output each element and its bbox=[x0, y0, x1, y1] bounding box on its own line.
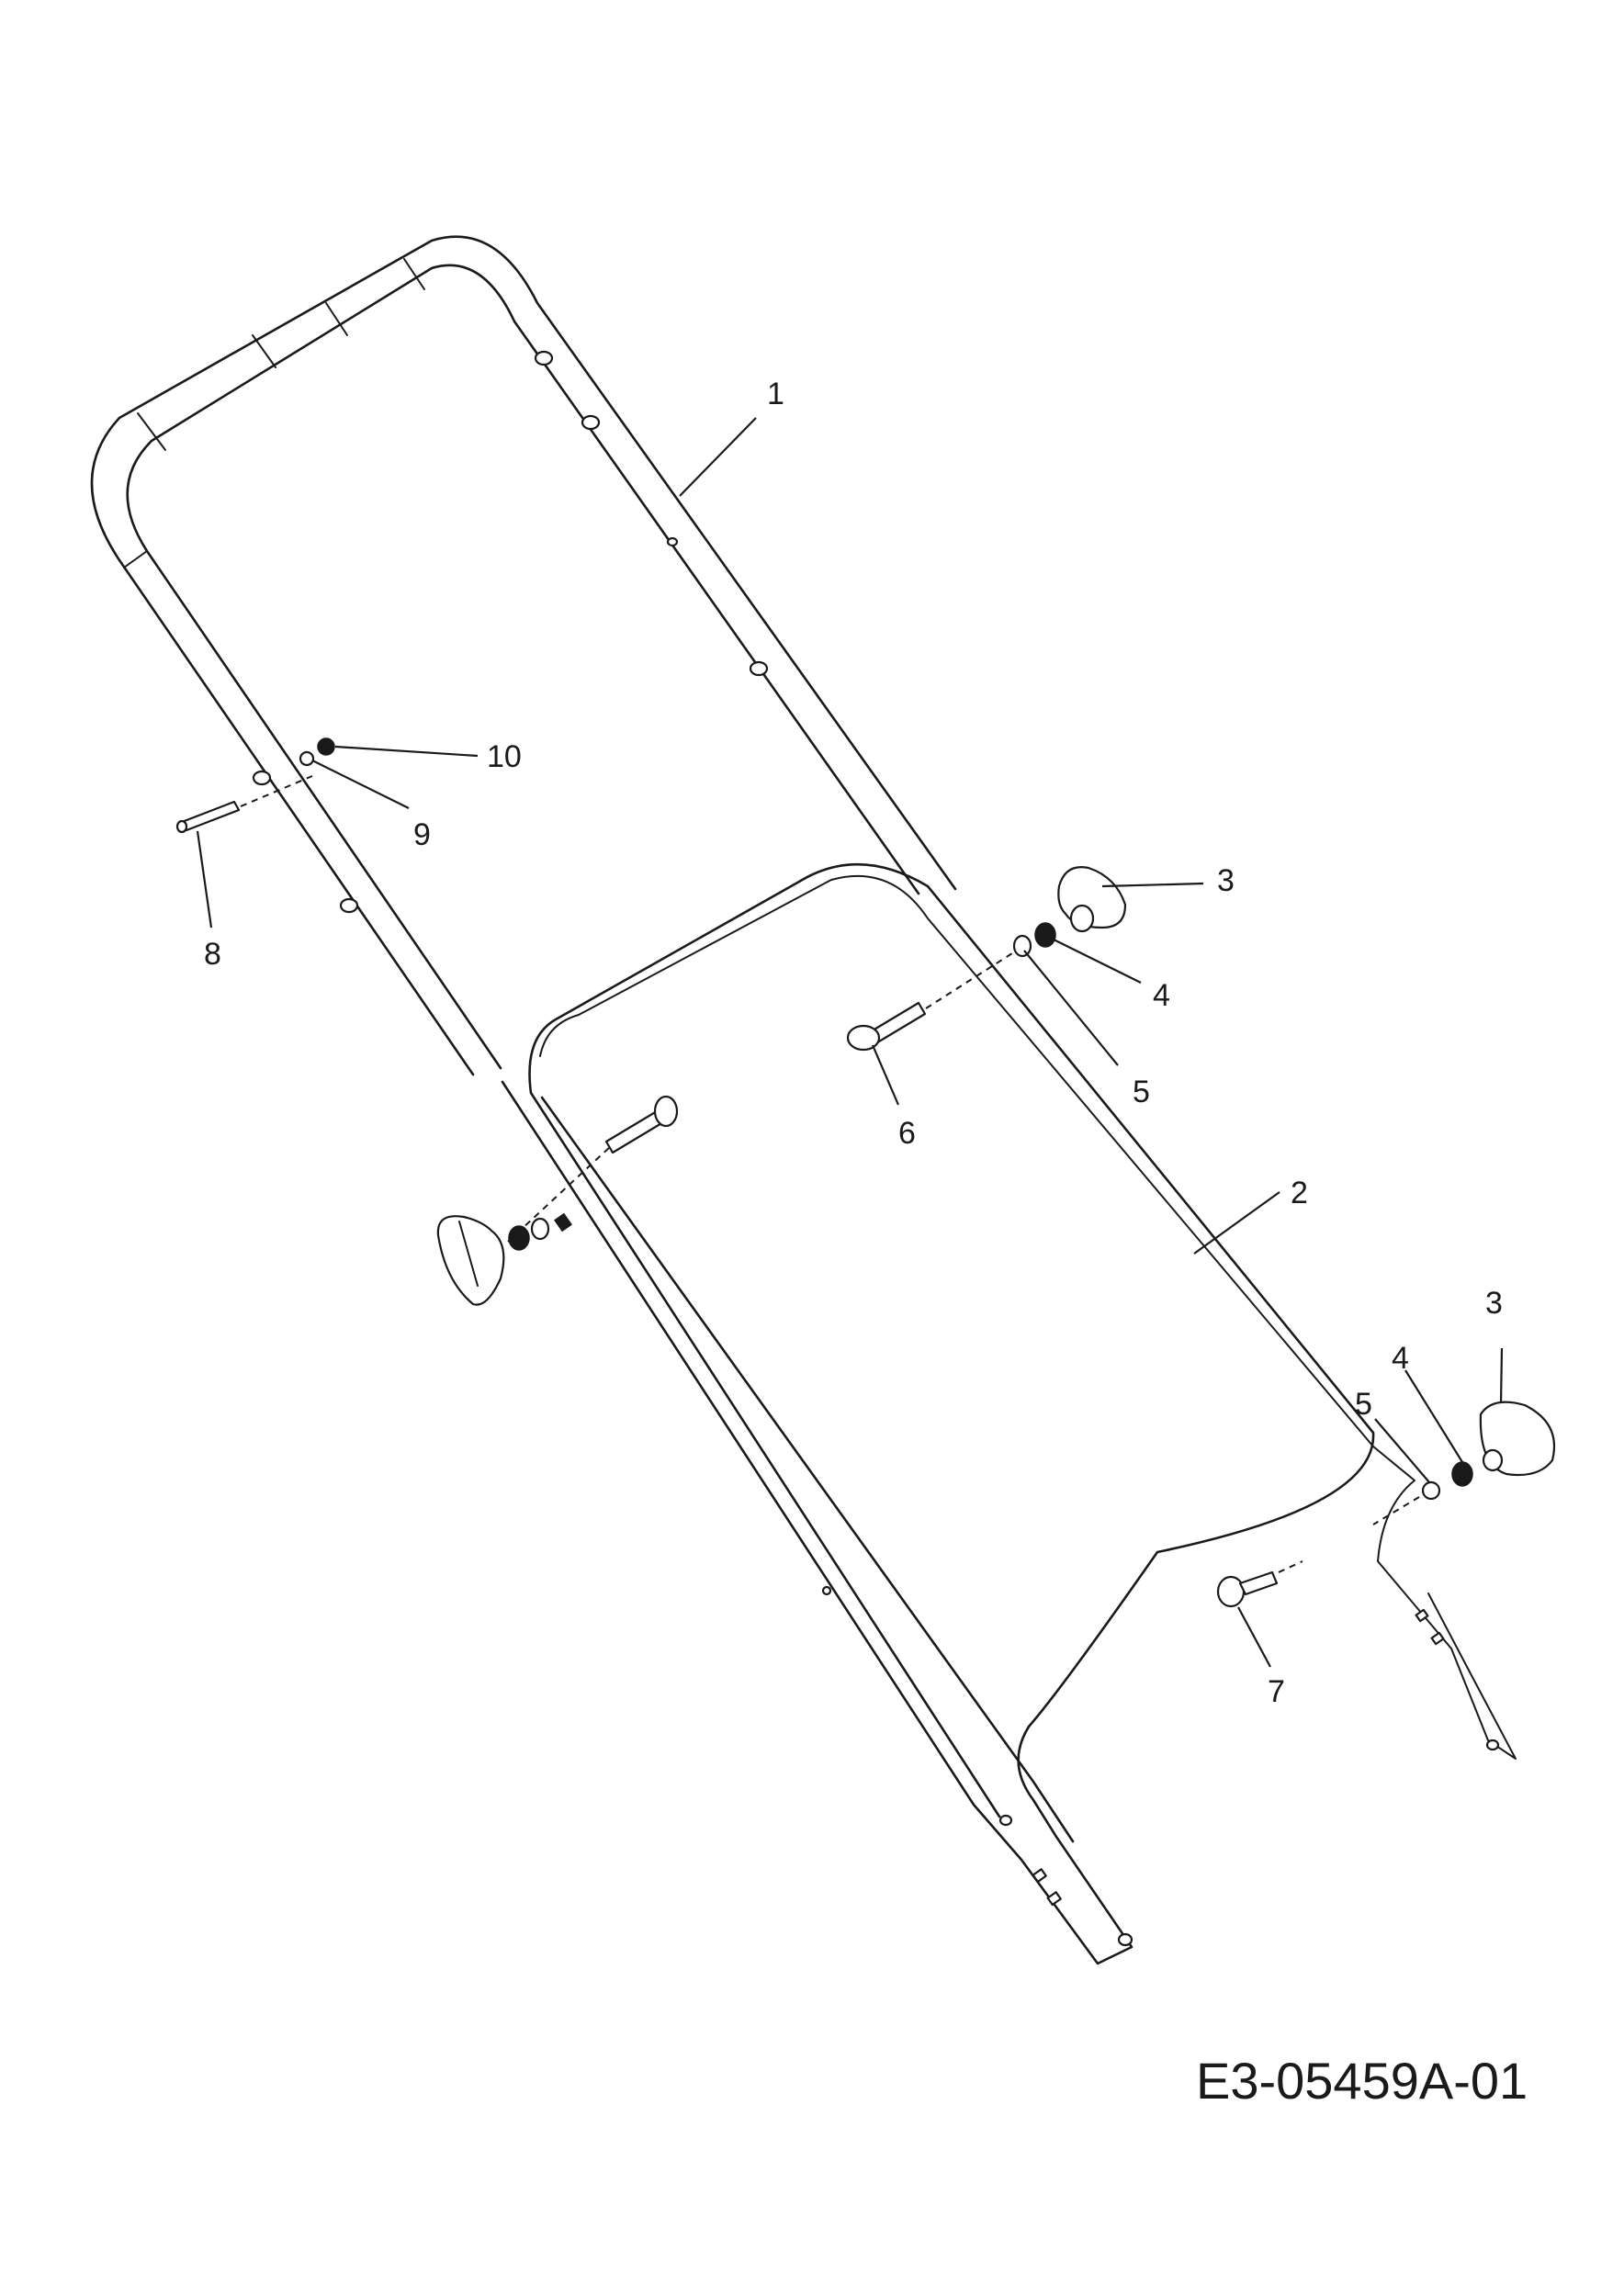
callout-8: 8 bbox=[204, 937, 221, 972]
left-carriage-bolt bbox=[604, 1109, 665, 1154]
lower-lock-washer bbox=[1451, 1461, 1473, 1487]
leader-lines bbox=[196, 417, 1504, 1668]
nut-10 bbox=[317, 737, 335, 756]
upper-lock-washer bbox=[1034, 922, 1056, 948]
lower-right-knob-assembly bbox=[1216, 1401, 1556, 1608]
callout-6: 6 bbox=[898, 1116, 916, 1151]
callout-3-lower: 3 bbox=[1485, 1286, 1503, 1321]
upper-flat-washer bbox=[1012, 934, 1032, 958]
callout-5-upper: 5 bbox=[1133, 1075, 1150, 1109]
upper-handle bbox=[90, 235, 957, 1076]
callout-4-upper: 4 bbox=[1153, 978, 1170, 1013]
callout-5-lower: 5 bbox=[1355, 1387, 1372, 1422]
callout-3-upper: 3 bbox=[1217, 863, 1235, 898]
callout-9: 9 bbox=[413, 817, 431, 852]
carriage-bolt-7 bbox=[1216, 1575, 1246, 1608]
upper-left-fasteners bbox=[175, 737, 335, 834]
upper-right-knob-assembly bbox=[846, 866, 1127, 1052]
left-knob-assembly bbox=[436, 1095, 679, 1306]
callout-10: 10 bbox=[487, 739, 522, 774]
callout-labels: 1 2 3 4 5 6 10 9 8 3 4 5 7 bbox=[204, 377, 1503, 1709]
callout-4-lower: 4 bbox=[1392, 1341, 1409, 1376]
callout-1: 1 bbox=[767, 377, 784, 411]
drawing-id: E3-05459A-01 bbox=[1196, 2052, 1528, 2110]
left-flat-washer bbox=[530, 1217, 550, 1241]
callout-2: 2 bbox=[1291, 1176, 1308, 1210]
lower-flat-washer bbox=[1421, 1480, 1441, 1501]
lower-handle bbox=[501, 862, 1517, 1965]
left-lock-washer bbox=[508, 1225, 530, 1251]
screw-8 bbox=[180, 800, 241, 832]
washer-9 bbox=[299, 750, 315, 767]
callout-7: 7 bbox=[1268, 1674, 1285, 1709]
